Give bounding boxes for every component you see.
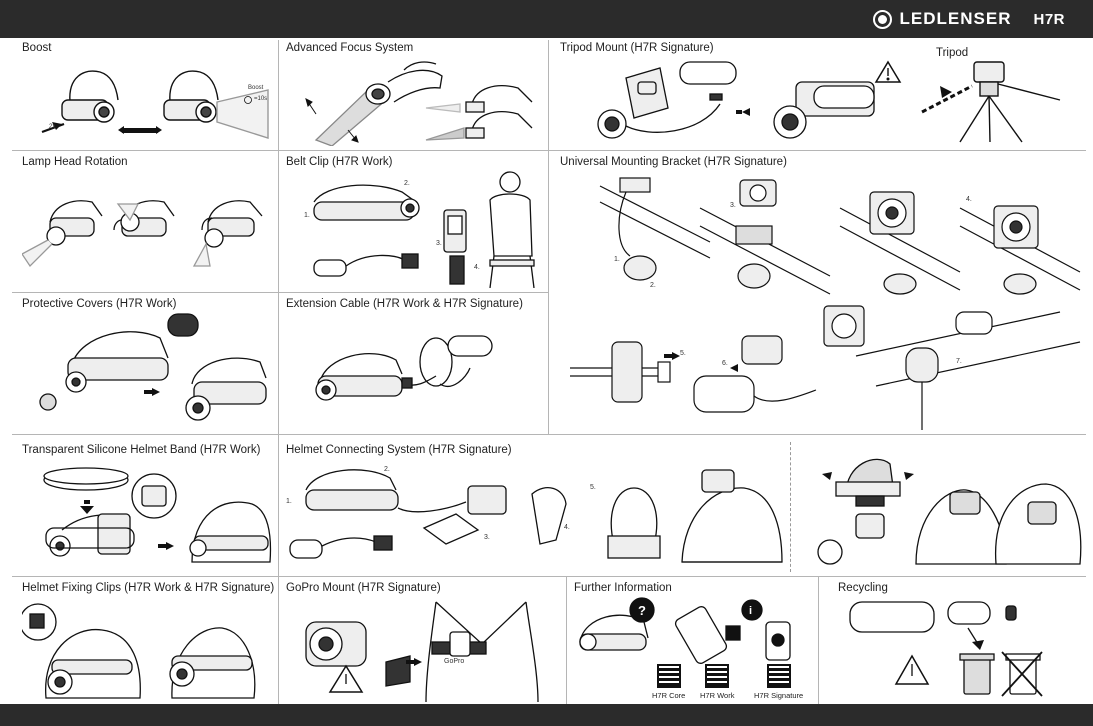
divider [278,40,279,704]
clips-illustration [22,603,256,699]
step-7-label: 7. [956,358,962,365]
step-3-label: 3. [730,202,736,209]
tripod-illustration [597,60,1061,143]
info-illustration: ? i [579,597,791,664]
section-boost: Boost 2x Boost =10s [22,42,272,146]
step-4-label: 4. [564,524,570,531]
section-extension: Extension Cable (H7R Work & H7R Signatur… [286,298,544,430]
step-6-label: 6. [722,360,728,367]
qr-label: H7R Work [700,691,735,700]
timer-icon [244,96,252,104]
step-1-label: 1. [614,256,620,263]
section-beltclip: Belt Clip (H7R Work) 1. 2. 3. 4. [286,156,544,288]
step-4-label: 4. [474,264,480,271]
divider [548,40,549,434]
section-title: Boost [22,42,52,54]
step-2-label: 2. [404,180,410,187]
qr-code-h7r-signature[interactable]: H7R Signature [754,664,803,700]
brand-name: LEDLENSER [899,9,1012,28]
divider [12,434,1086,435]
boost-time: =10s [254,96,268,102]
press-label: 2x [49,124,56,130]
section-title: Tripod Mount (H7R Signature) [560,42,714,54]
section-title: Transparent Silicone Helmet Band (H7R Wo… [22,444,261,456]
section-silicone: Transparent Silicone Helmet Band (H7R Wo… [22,444,272,572]
step-5-label: 5. [590,484,596,491]
helmet-variants-illustration [817,458,1082,565]
qr-code-icon [656,664,681,688]
section-recycling: Recycling [838,582,1084,702]
section-helmetsys: Helmet Connecting System (H7R Signature)… [286,444,786,572]
section-title: Universal Mounting Bracket (H7R Signatur… [560,156,787,168]
section-covers: Protective Covers (H7R Work) [22,298,272,430]
bracket-illustration [570,177,1081,430]
divider [12,576,1086,577]
ledlenser-logo-icon [872,9,892,29]
brand-model: H7R [1033,10,1065,28]
question-icon: ? [638,603,646,618]
focus-illustration [305,61,533,146]
divider [790,442,791,572]
silicone-illustration [43,467,272,563]
step-1-label: 1. [286,498,292,505]
qr-code-h7r-work[interactable]: H7R Work [700,664,734,700]
rotation-illustration [22,200,263,268]
section-title: Further Information [574,582,672,594]
step-5-label: 5. [680,350,686,357]
qr-code-icon [766,664,791,688]
section-title: Extension Cable (H7R Work & H7R Signatur… [286,298,523,310]
helmetsys-illustration [289,469,783,563]
qr-label: H7R Signature [754,691,804,700]
top-bar: LEDLENSER H7R [0,0,1093,38]
section-bracket: Universal Mounting Bracket (H7R Signatur… [560,156,1086,430]
step-2-label: 2. [650,282,656,289]
step-3-label: 3. [484,534,490,541]
qr-code-icon [705,664,730,688]
section-title: Helmet Connecting System (H7R Signature) [286,444,512,456]
step-3-label: 3. [436,240,442,247]
info-icon: i [749,605,752,617]
qr-label: H7R Core [652,691,686,700]
step-4-label: 4. [966,196,972,203]
section-helmet-variants [806,444,1086,572]
divider [818,576,819,704]
section-focus: Advanced Focus System [286,42,544,146]
section-gopro: GoPro Mount (H7R Signature) GoPro [286,582,562,702]
section-title: Advanced Focus System [286,42,414,54]
section-info: Further Information ? i H7R Core H7R Wor… [574,582,814,702]
beltclip-illustration [313,171,535,288]
section-tripod: Tripod Mount (H7R Signature) [560,42,1086,146]
section-title: GoPro Mount (H7R Signature) [286,582,441,594]
section-clips: Helmet Fixing Clips (H7R Work & H7R Sign… [22,582,275,702]
brand: LEDLENSER H7R [872,9,1065,29]
section-title: Helmet Fixing Clips (H7R Work & H7R Sign… [22,582,275,594]
tripod-label: Tripod [936,47,969,59]
boost-label: Boost [248,85,264,91]
divider [566,576,567,704]
extension-illustration [315,335,493,401]
section-title: Protective Covers (H7R Work) [22,298,177,310]
gopro-illustration [305,601,539,702]
qr-code-h7r-core[interactable]: H7R Core [652,664,685,700]
section-title: Lamp Head Rotation [22,156,128,168]
boost-illustration [41,70,269,139]
step-1-label: 1. [304,212,310,219]
section-title: Belt Clip (H7R Work) [286,156,393,168]
divider [12,150,1086,151]
covers-illustration [39,313,267,421]
step-2-label: 2. [384,466,390,473]
divider [12,292,548,293]
section-title: Recycling [838,582,888,594]
recycling-illustration [849,601,1043,697]
bottom-bar [0,704,1093,726]
section-rotation: Lamp Head Rotation [22,156,272,288]
gopro-label: GoPro [444,658,465,665]
